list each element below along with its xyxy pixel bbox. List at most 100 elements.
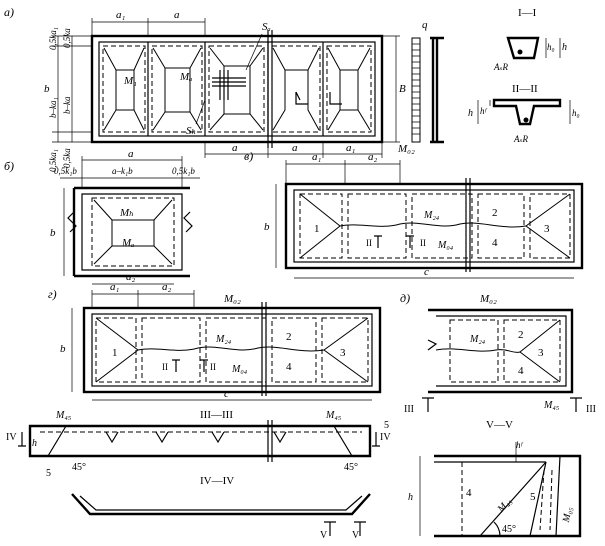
sec3-h: h: [32, 438, 37, 449]
section-1-1: I—I h₀ h AₛR: [493, 7, 567, 72]
dim-left-2: 0,5ka: [62, 28, 72, 48]
cut-ii-left-c: II: [366, 238, 372, 248]
sec5-4: 4: [466, 487, 472, 499]
dim-b-a-k1b: a–k₁b: [112, 166, 133, 176]
dim-b-b: b: [50, 227, 56, 239]
zone-3-d: 3: [538, 347, 544, 359]
panel-a-cells: [102, 30, 372, 148]
moment-m45-d: M₄₅: [543, 400, 560, 411]
moment-ma: Mₐ: [179, 71, 192, 83]
dim-b-05k1b-right: 0,5k₁b: [172, 166, 195, 176]
dim-left-6: 0,5ka: [62, 148, 72, 168]
sec5-m05: M₀₅: [561, 506, 575, 524]
moment-ma-b: Mₐ: [121, 237, 134, 249]
dim-g-c: c: [224, 388, 229, 400]
sec3-45-left: 45°: [72, 462, 86, 473]
zone-1-c: 1: [314, 223, 320, 235]
dim-g-b: b: [60, 343, 66, 355]
panel-g-label: г): [48, 287, 57, 301]
dim-b-a: a: [128, 148, 134, 160]
sec2-h: h: [468, 108, 473, 119]
sec3-5-left: 5: [46, 468, 51, 479]
section-3-3: III—III IV IV h M₄₅ M₄₅ 5 5 45° 45°: [6, 409, 391, 479]
sec2-asr: AₛR: [513, 134, 529, 144]
panel-c-title: M₀₂: [397, 143, 415, 155]
dim-a1-top: a₁: [116, 9, 126, 21]
dim-left-b: b: [44, 83, 50, 95]
dim-a-bottom-2: a: [292, 142, 298, 154]
dim-left-4: b–ka: [62, 96, 72, 114]
dim-c-a2: a₂: [368, 151, 378, 163]
cut-ii-right-g: II: [210, 362, 216, 372]
sec5-h: h: [408, 492, 413, 503]
dim-b-right: B: [399, 83, 406, 95]
dim-c-b: b: [264, 221, 270, 233]
cut-iv-right: IV: [380, 432, 391, 443]
sec2-title: II—II: [512, 83, 538, 95]
zone-2-g: 2: [286, 331, 292, 343]
zone-2-c: 2: [492, 207, 498, 219]
sec3-title: III—III: [200, 409, 233, 421]
sec1-h0: h₀: [547, 42, 555, 52]
sec5-45: 45°: [502, 524, 516, 535]
panel-d-label: д): [400, 291, 410, 305]
moment-m24-d: M₂₄: [469, 334, 486, 345]
dim-b-05k1b-left: 0,5k₁b: [54, 166, 77, 176]
moment-m24-g: M₂₄: [215, 334, 232, 345]
sec5-hf: hᶠ: [516, 440, 524, 450]
dim-g-a1: a₁: [110, 281, 120, 293]
sec3-5-right: 5: [384, 420, 389, 431]
panel-a-dims-left: 0,5ka₁ 0,5ka b b–ka₁ b–ka 0,5ka₁ 0,5ka: [44, 27, 92, 172]
moment-m1: M₁: [123, 75, 137, 87]
panel-b-label: б): [4, 159, 14, 173]
steel-sa: Sₐ: [262, 21, 271, 33]
sec4-title: IV—IV: [200, 475, 234, 487]
panel-a-dims-top: a₁ a: [91, 9, 206, 36]
dim-left-5: 0,5ka₁: [48, 149, 58, 172]
zone-1-g: 1: [112, 347, 118, 359]
panel-g-title: M₀₂: [223, 293, 241, 305]
section-2-2: II—II h hᶠ h₀ AₛR: [468, 83, 580, 144]
moment-m04-c: M₀₄: [437, 240, 454, 251]
dim-a-bottom-1: a: [232, 142, 238, 154]
panel-c-label: в): [244, 149, 253, 163]
sec3-45-right: 45°: [344, 462, 358, 473]
load-q: q: [422, 19, 428, 31]
panel-d-title: M₀₂: [479, 293, 497, 305]
section-4-4: IV—IV V V: [71, 475, 371, 541]
dim-c-a1: a₁: [312, 151, 322, 163]
cut-iii-right: III: [586, 404, 596, 415]
dim-left-1: 0,5ka₁: [48, 27, 58, 50]
cut-iv-left: IV: [6, 432, 17, 443]
load-diagram: q: [411, 19, 444, 144]
sec5-m45: M₄₅: [495, 496, 514, 516]
cut-ii-left-g: II: [162, 362, 168, 372]
zone-2-d: 2: [518, 329, 524, 341]
dim-a1-bottom: a₁: [346, 142, 356, 154]
zone-3-c: 3: [544, 223, 550, 235]
cut-iii-left: III: [404, 404, 414, 415]
zone-4-c: 4: [492, 237, 498, 249]
section-5-5: V—V hᶠ h 4 5 M₄₅ M₀₅ 45°: [408, 419, 582, 538]
dim-c-c: c: [424, 266, 429, 278]
dim-g-a2: a₂: [162, 281, 172, 293]
dim-b-a2: a₂: [126, 271, 136, 283]
panel-a-label: а): [4, 5, 14, 19]
sec3-m45-left: M₄₅: [55, 410, 72, 421]
moment-m24-c: M₂₄: [423, 210, 440, 221]
moment-m04-g: M₀₄: [231, 364, 248, 375]
panel-a-dims-bottom: a a a₁: [204, 142, 383, 158]
cut-v-left: V: [320, 530, 328, 541]
panel-b: б) Mₕ Mₐ a 0,5k₁b a–k₁b 0,5k₁b b a₂: [4, 148, 200, 285]
sec1-title: I—I: [518, 7, 537, 19]
panel-d: д) M₀₂ 2 3 4 M₂₄ M₄₅ III III V—V hᶠ: [400, 291, 596, 538]
dim-left-3: b–ka₁: [48, 97, 58, 118]
dim-a-top: a: [174, 9, 180, 21]
sec2-hf: hᶠ: [480, 106, 488, 116]
sec1-asr: AₛR: [493, 62, 509, 72]
steel-sb: Sₕ: [186, 125, 196, 137]
sec5-5: 5: [530, 491, 536, 503]
cut-v-right: V: [352, 530, 360, 541]
cut-ii-right-c: II: [420, 238, 426, 248]
